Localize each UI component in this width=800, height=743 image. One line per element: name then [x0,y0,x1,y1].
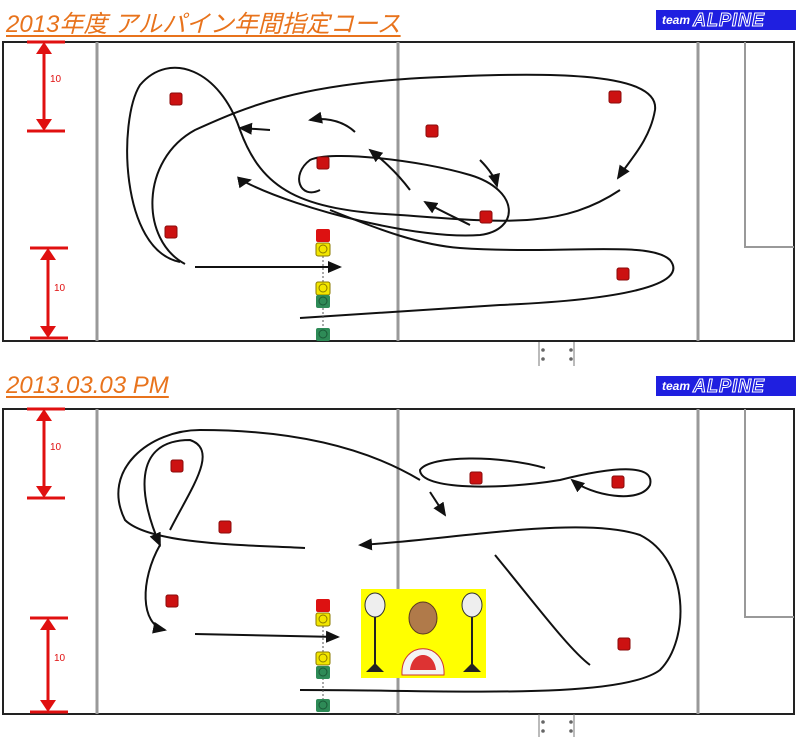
dim-label-bottom: 10 [54,283,66,294]
course-diagram-2: 10 10 [2,407,795,737]
dim-label-bottom: 10 [54,653,66,664]
badge-team-text: team [662,13,691,27]
red-pylon-icon [165,459,631,651]
team-alpine-badge-2: team ALPINE [656,375,796,396]
dimension-arrow-top [27,407,65,500]
dimension-arrow-bottom [30,246,68,340]
badge-alpine-text: ALPINE [693,9,766,30]
red-pylon-icon [164,90,630,281]
badge-team-text: team [662,379,691,393]
course-title-1: 2013年度 アルパイン年間指定コース [6,11,401,38]
dimension-arrow-top [27,40,65,133]
hina-doll-mascot-icon [361,589,486,678]
dim-label-top: 10 [50,442,62,453]
course-title-2: 2013.03.03 PM [6,372,169,399]
team-alpine-badge-1: team ALPINE [656,9,796,30]
start-signal-icon [315,229,331,341]
dim-label-top: 10 [50,74,62,85]
dimension-arrow-bottom [30,616,68,714]
course-diagram-1: 10 10 [2,40,795,366]
start-signal-icon [315,599,331,712]
badge-alpine-text: ALPINE [693,375,766,396]
